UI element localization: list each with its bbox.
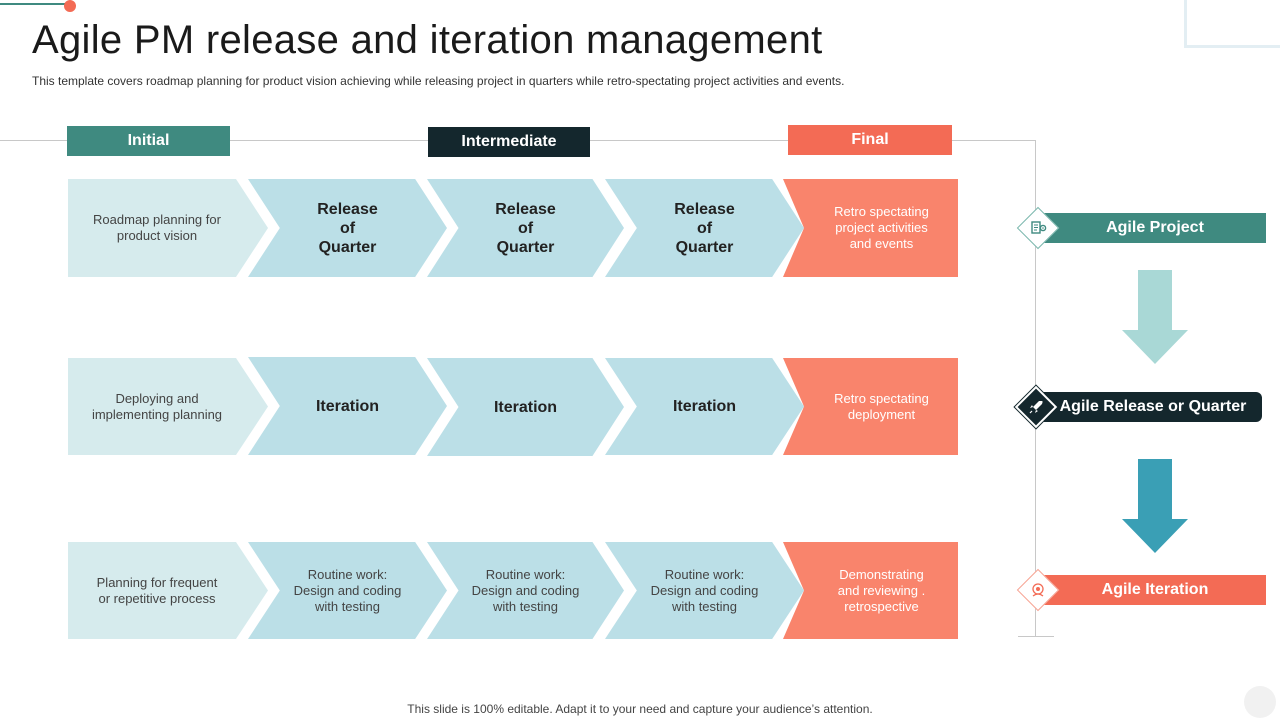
row3-final-step: Demonstrating and reviewing . retrospect… (783, 542, 958, 639)
legend-agile-project: Agile Project (1044, 213, 1266, 243)
row3-mid-text-1: Routine work: Design and coding with tes… (293, 566, 402, 614)
phase-tab-intermediate: Intermediate (428, 127, 590, 157)
row2-first-text: Deploying and implementing planning (91, 390, 223, 422)
legend-agile-iteration: Agile Iteration (1044, 575, 1266, 605)
row1-mid-step-2: Release of Quarter (427, 179, 624, 277)
target-person-icon (1032, 583, 1044, 597)
arrow-down-light (1122, 270, 1188, 364)
page-title: Agile PM release and iteration managemen… (32, 18, 823, 62)
row3-first-text: Planning for frequent or repetitive proc… (96, 574, 218, 606)
document-gear-icon (1031, 221, 1047, 234)
top-accent-dot (64, 0, 76, 12)
row3-mid-text-2: Routine work: Design and coding with tes… (471, 566, 580, 614)
row2-final-text: Retro spectating deployment (834, 390, 929, 422)
row3-mid-text-3: Routine work: Design and coding with tes… (650, 566, 759, 614)
page-subtitle: This template covers roadmap planning fo… (32, 74, 845, 88)
row2-first-step: Deploying and implementing planning (68, 358, 268, 455)
row2-final-step: Retro spectating deployment (783, 358, 958, 455)
rocket-icon (1029, 401, 1043, 414)
phase-tab-initial: Initial (67, 126, 230, 156)
row3-final-text: Demonstrating and reviewing . retrospect… (837, 566, 926, 614)
row1-mid-text-1: Release of Quarter (317, 200, 378, 256)
row1-mid-step-1: Release of Quarter (248, 179, 447, 277)
row1-mid-text-3: Release of Quarter (674, 200, 735, 256)
row2-mid-step-2: Iteration (427, 358, 624, 456)
row1-first-text: Roadmap planning for product vision (93, 212, 221, 243)
row1-first-step: Roadmap planning for product vision (68, 179, 268, 277)
arrow-down-dark (1122, 459, 1188, 553)
row1-mid-step-3: Release of Quarter (605, 179, 804, 277)
row2-mid-step-3: Iteration (605, 358, 804, 455)
row3-mid-step-2: Routine work: Design and coding with tes… (427, 542, 624, 639)
top-accent-line (0, 3, 66, 5)
row1-final-step: Retro spectating project activities and … (783, 179, 958, 277)
row2-mid-text-2: Iteration (493, 398, 558, 416)
row3-mid-step-3: Routine work: Design and coding with tes… (605, 542, 804, 639)
row3-first-step: Planning for frequent or repetitive proc… (68, 542, 268, 639)
row1-mid-text-2: Release of Quarter (495, 200, 556, 256)
footer-note: This slide is 100% editable. Adapt it to… (407, 702, 873, 716)
row3-mid-step-1: Routine work: Design and coding with tes… (248, 542, 447, 639)
corner-decoration (1184, 0, 1280, 48)
row2-mid-text-3: Iteration (672, 398, 737, 415)
legend-agile-release: Agile Release or Quarter (1044, 392, 1262, 422)
row2-mid-text-1: Iteration (315, 397, 380, 415)
phase-tab-final: Final (788, 125, 952, 155)
row1-final-text: Retro spectating project activities and … (834, 204, 929, 251)
frame-bottom-tick (1018, 636, 1054, 637)
row2-mid-step-1: Iteration (248, 357, 447, 455)
corner-circle (1244, 686, 1276, 718)
